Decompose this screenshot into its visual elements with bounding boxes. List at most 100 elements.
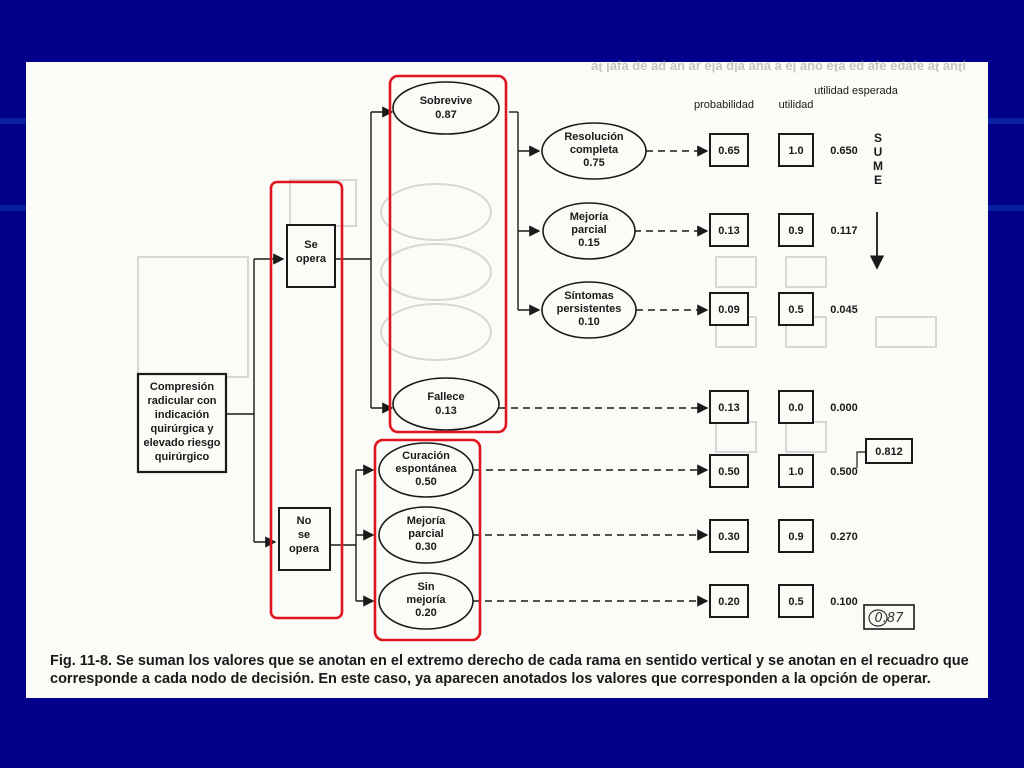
util-box (778, 133, 814, 167)
prob-box (709, 519, 749, 553)
fallece-label: Fallece (427, 391, 464, 403)
decision-no-se-opera-label: No (297, 515, 312, 527)
prob-value: 0.20 (718, 596, 739, 608)
util-value: 0.5 (788, 304, 803, 316)
util-value: 0.9 (788, 225, 803, 237)
util-value: 0.9 (788, 531, 803, 543)
svg-text:elevado riesgo: elevado riesgo (143, 437, 220, 449)
mejoria-no-operar-label: Mejoría (407, 515, 446, 527)
svg-text:S: S (874, 131, 882, 145)
decision-no-se-opera (278, 507, 331, 571)
decision-se-opera (286, 224, 336, 288)
util-value: 1.0 (788, 466, 803, 478)
expected-value: 0.100 (830, 596, 858, 608)
expected-value: 0.270 (830, 531, 858, 543)
sobrevive-prob: 0.87 (435, 109, 456, 121)
prob-box (709, 584, 749, 618)
prob-box (709, 454, 749, 488)
mejoria-no-operar-prob: 0.30 (415, 541, 436, 553)
svg-text:E: E (874, 173, 882, 187)
sume-label: S U M E (873, 131, 883, 187)
highlight-decisions (269, 180, 344, 620)
chance-curacion (378, 442, 474, 498)
expected-value: 0.650 (830, 145, 858, 157)
svg-text:U: U (874, 145, 883, 159)
handwritten-total-box (863, 604, 915, 630)
expected-value: 0.500 (830, 466, 858, 478)
mejoria-operar-prob: 0.15 (578, 237, 599, 249)
chance-sintomas (541, 281, 637, 339)
sin-mejoria-prob: 0.20 (415, 607, 436, 619)
total-connector (856, 451, 866, 468)
prob-box (709, 213, 749, 247)
header-probabilidad: probabilidad (694, 99, 754, 111)
sin-mejoria-label: mejoría (406, 594, 446, 606)
resolucion-label: Resolución (564, 131, 624, 143)
expected-value: 0.117 (831, 225, 858, 237)
mejoria-operar-label: Mejoría (570, 211, 609, 223)
util-box (778, 584, 814, 618)
root-problem-text: Compresión radicular con indicación quir… (143, 381, 220, 463)
svg-text:quirúrgico: quirúrgico (155, 451, 210, 463)
total-no-opera-value: 0.812 (875, 446, 903, 458)
header-utilidad: utilidad (779, 99, 814, 111)
prob-box (709, 390, 749, 424)
fallece-prob: 0.13 (435, 405, 456, 417)
resolucion-label: completa (570, 144, 619, 156)
chance-sin-mejoria (378, 572, 474, 630)
svg-text:indicación: indicación (155, 409, 210, 421)
mejoria-no-operar-label: parcial (408, 528, 443, 540)
decision-no-se-opera-label: opera (289, 543, 320, 555)
prob-value: 0.30 (718, 531, 739, 543)
util-box (778, 213, 814, 247)
resolucion-prob: 0.75 (583, 157, 604, 169)
svg-text:quirúrgica y: quirúrgica y (151, 423, 215, 435)
chance-resolucion (541, 122, 647, 180)
prob-box (709, 292, 749, 326)
red-highlights (269, 74, 508, 642)
util-box (778, 454, 814, 488)
dashed-connectors (473, 145, 709, 607)
util-box (778, 519, 814, 553)
svg-text:Compresión: Compresión (150, 381, 214, 393)
sintomas-label: persistentes (557, 303, 622, 315)
util-value: 0.5 (788, 596, 803, 608)
handwritten-circle (868, 609, 888, 627)
curacion-prob: 0.50 (415, 476, 436, 488)
prob-box (709, 133, 749, 167)
prob-value: 0.65 (718, 145, 739, 157)
handwritten-total-value: 0.87 (875, 611, 905, 626)
scanned-page: ᴉʇuɐ ʇɐ ǝɟɐpǝ ǝɟɐ pǝ ɐʇǝ ouɐ lǝ ɐ ɐuɐ ɐl… (26, 60, 988, 698)
caption-text: Se suman los valores que se anotan en el… (50, 653, 969, 687)
svg-text:M: M (873, 159, 883, 173)
curacion-label: Curación (402, 450, 450, 462)
highlight-operar-outcomes (388, 74, 508, 434)
util-box (778, 390, 814, 424)
util-value: 0.0 (788, 402, 803, 414)
prob-value: 0.09 (718, 304, 739, 316)
highlight-no-operar-outcomes (373, 438, 482, 642)
prob-value: 0.13 (718, 225, 739, 237)
util-box (778, 292, 814, 326)
chance-mejoria-operar (542, 202, 636, 260)
prob-value: 0.13 (718, 402, 739, 414)
figure-caption: Fig. 11-8. Se suman los valores que se a… (50, 652, 970, 688)
header-utilidad-esperada: utilidad esperada (814, 85, 899, 97)
decision-no-se-opera-label: se (298, 529, 310, 541)
util-value: 1.0 (788, 145, 803, 157)
expected-value: 0.000 (830, 402, 858, 414)
sintomas-label: Síntomas (564, 290, 614, 302)
caption-label: Fig. 11-8. (50, 653, 113, 669)
total-no-opera-box (865, 438, 913, 464)
sin-mejoria-label: Sin (417, 581, 434, 593)
mejoria-operar-label: parcial (571, 224, 606, 236)
prob-value: 0.50 (718, 466, 739, 478)
decision-se-opera-label: opera (296, 253, 327, 265)
chance-sobrevive (392, 81, 500, 135)
expected-value: 0.045 (830, 304, 858, 316)
sobrevive-label: Sobrevive (420, 95, 473, 107)
sintomas-prob: 0.10 (578, 316, 599, 328)
svg-text:radicular con: radicular con (147, 395, 216, 407)
chance-mejoria-no-operar (378, 506, 474, 564)
decision-tree: probabilidad utilidad utilidad esperada … (136, 74, 915, 642)
